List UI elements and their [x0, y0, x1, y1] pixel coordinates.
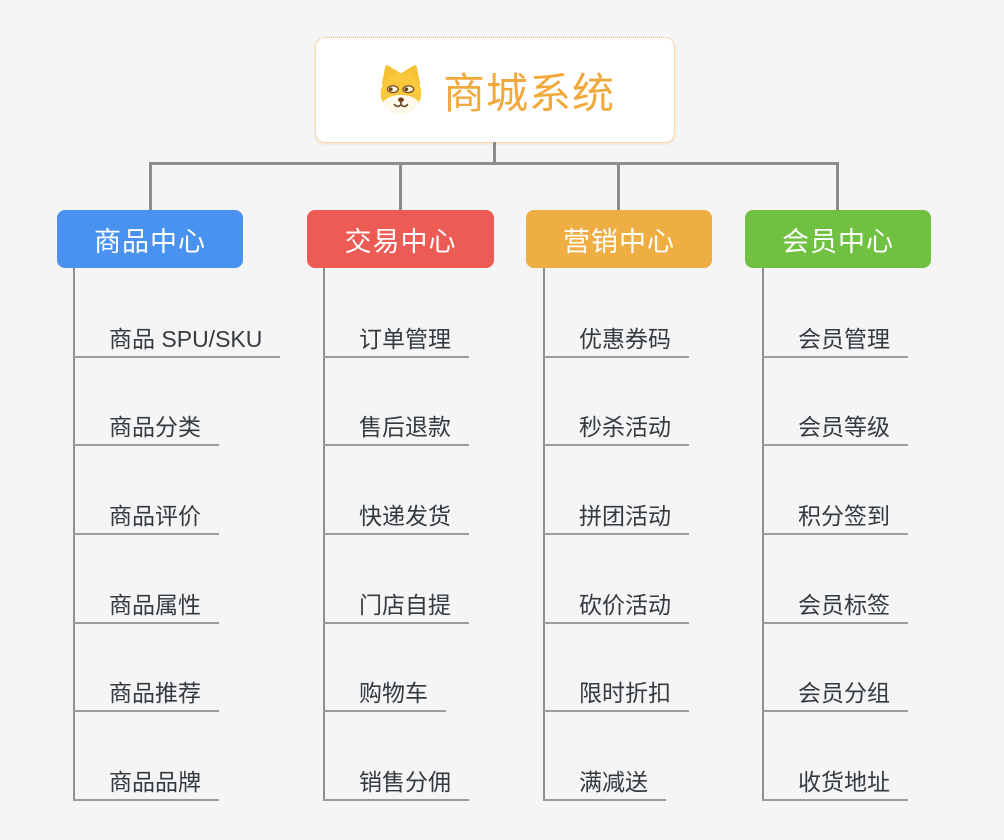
- leaf-node[interactable]: 收货地址: [762, 763, 908, 801]
- leaf-node[interactable]: 销售分佣: [323, 763, 469, 801]
- leaf-node[interactable]: 订单管理: [323, 320, 469, 358]
- leaf-node[interactable]: 商品 SPU/SKU: [73, 320, 281, 358]
- root-title: 商城系统: [442, 69, 615, 117]
- leaf-node[interactable]: 会员分组: [762, 674, 908, 712]
- leaf-node[interactable]: 秒杀活动: [543, 408, 689, 446]
- connector-horizontal: [149, 162, 839, 165]
- branch-node-member-center[interactable]: 会员中心: [745, 210, 931, 268]
- leaf-node[interactable]: 商品属性: [73, 586, 219, 624]
- leaf-node[interactable]: 快递发货: [323, 497, 469, 535]
- leaf-node[interactable]: 商品推荐: [73, 674, 219, 712]
- connector-drop-trade: [399, 162, 402, 211]
- leaf-node[interactable]: 购物车: [323, 674, 446, 712]
- branch-label: 营销中心: [563, 226, 675, 257]
- leaf-node[interactable]: 砍价活动: [543, 586, 689, 624]
- leaf-node[interactable]: 优惠券码: [543, 320, 689, 358]
- branch-node-trade-center[interactable]: 交易中心: [307, 210, 494, 268]
- branch-node-marketing-center[interactable]: 营销中心: [526, 210, 712, 268]
- leaf-node[interactable]: 会员管理: [762, 320, 908, 358]
- leaf-node[interactable]: 商品分类: [73, 408, 219, 446]
- leaf-node[interactable]: 拼团活动: [543, 497, 689, 535]
- leaf-node[interactable]: 限时折扣: [543, 674, 689, 712]
- leaf-node[interactable]: 积分签到: [762, 497, 908, 535]
- leaf-node[interactable]: 会员标签: [762, 586, 908, 624]
- shiba-dog-icon: [380, 65, 422, 114]
- leaf-node[interactable]: 会员等级: [762, 408, 908, 446]
- leaf-node[interactable]: 满减送: [543, 763, 666, 801]
- connector-drop-marketing: [617, 162, 620, 211]
- leaf-node[interactable]: 商品品牌: [73, 763, 219, 801]
- branch-label: 交易中心: [344, 226, 457, 257]
- leaf-node[interactable]: 门店自提: [323, 586, 469, 624]
- connector-root-stem: [493, 142, 496, 164]
- leaf-node[interactable]: 商品评价: [73, 497, 219, 535]
- branch-label: 会员中心: [782, 226, 894, 257]
- branch-node-product-center[interactable]: 商品中心: [57, 210, 243, 268]
- root-node-mall-system[interactable]: 商城系统: [315, 37, 675, 143]
- connector-drop-member: [836, 162, 839, 211]
- branch-label: 商品中心: [94, 226, 206, 257]
- leaf-node[interactable]: 售后退款: [323, 408, 469, 446]
- connector-drop-product: [149, 162, 152, 211]
